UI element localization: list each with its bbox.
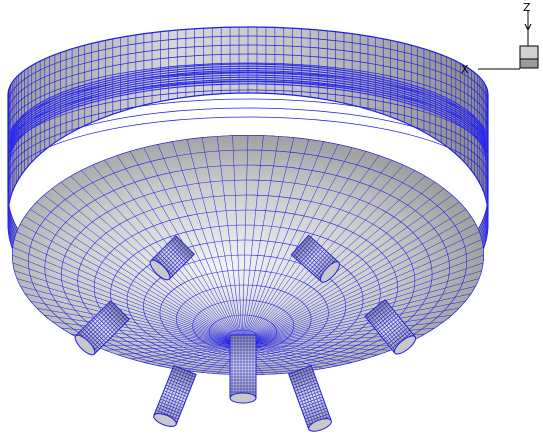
rim-band-line bbox=[9, 67, 487, 145]
wall-ring-line bbox=[7, 116, 489, 186]
wall-ring-line bbox=[7, 35, 489, 105]
rim-band-line bbox=[9, 63, 487, 141]
z-axis-label: Z bbox=[523, 1, 531, 14]
nozzle-pipe bbox=[364, 299, 417, 355]
wall-ring-line bbox=[7, 98, 489, 168]
rim-band-line bbox=[9, 74, 487, 152]
nozzle-pipe bbox=[229, 334, 257, 404]
wall-ring-line bbox=[7, 89, 489, 159]
rim-band-line bbox=[9, 72, 487, 149]
nozzle-pipes bbox=[74, 234, 417, 432]
rim-band-line bbox=[9, 70, 487, 147]
wall-ring-line bbox=[7, 44, 489, 114]
nozzle-pipe bbox=[149, 235, 195, 281]
wall-ring-line bbox=[7, 107, 489, 177]
rim-band-line bbox=[9, 76, 487, 154]
wall-ring-line bbox=[7, 62, 489, 132]
rim-band-line bbox=[9, 81, 487, 158]
wall-ring-line bbox=[7, 80, 489, 150]
rim-band-line bbox=[9, 78, 487, 156]
nozzle-pipe bbox=[290, 234, 340, 283]
orientation-box-shade bbox=[519, 58, 539, 69]
axis-triad: X Z bbox=[461, 1, 539, 76]
x-axis-label: X bbox=[461, 63, 469, 76]
wall-ring-line bbox=[7, 53, 489, 123]
nozzle-pipe bbox=[74, 300, 130, 356]
nozzle-pipe bbox=[288, 365, 332, 432]
nozzle-pipe bbox=[153, 364, 197, 427]
rim-band-line bbox=[9, 83, 487, 160]
rim-band-line bbox=[9, 65, 487, 143]
wall-ring-line bbox=[7, 26, 489, 96]
z-axis-arrow-icon bbox=[524, 23, 532, 32]
